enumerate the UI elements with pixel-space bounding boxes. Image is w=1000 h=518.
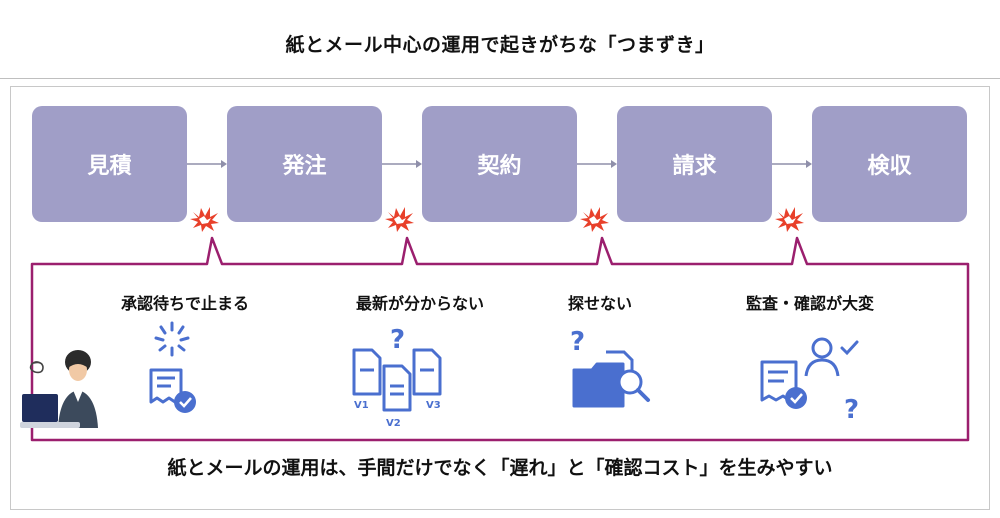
- burst-icon: [775, 207, 804, 232]
- burst-icon: [190, 207, 219, 232]
- issue-label-approval: 承認待ちで止まる: [120, 294, 249, 313]
- burst-icon: [580, 207, 609, 232]
- svg-text:?: ?: [844, 395, 859, 425]
- flow-arrow: [772, 160, 812, 168]
- version-label: V3: [426, 400, 441, 411]
- page-title: 紙とメール中心の運用で起きがちな「つまずき」: [285, 34, 715, 56]
- flow-arrow: [382, 160, 422, 168]
- step-label: 発注: [282, 154, 327, 179]
- title-divider: [0, 78, 1000, 79]
- step-label: 見積: [87, 154, 132, 179]
- audit-check-icon: ?: [760, 337, 859, 425]
- flow-arrow: [577, 160, 617, 168]
- folder-search-icon: ?: [570, 327, 650, 408]
- step-box-order: 発注: [227, 106, 382, 222]
- step-box-inspection: 検収: [812, 106, 967, 222]
- step-box-contract: 契約: [422, 106, 577, 222]
- issue-label-search: 探せない: [567, 294, 632, 313]
- confused-person-icon: [20, 350, 98, 428]
- version-documents-icon: ? V1 V2 V3: [352, 325, 442, 429]
- step-label: 請求: [672, 154, 717, 179]
- version-label: V2: [386, 418, 401, 429]
- step-label: 検収: [867, 154, 912, 179]
- step-box-invoice: 請求: [617, 106, 772, 222]
- issue-label-version: 最新が分からない: [355, 294, 484, 313]
- flow-arrow: [187, 160, 227, 168]
- issue-label-audit: 監査・確認が大変: [745, 294, 874, 313]
- burst-icon: [385, 207, 414, 232]
- svg-text:?: ?: [570, 327, 585, 357]
- version-label: V1: [354, 400, 369, 411]
- loading-approval-icon: [149, 321, 196, 413]
- step-label: 契約: [477, 154, 522, 179]
- summary-text: 紙とメールの運用は、手間だけでなく「遅れ」と「確認コスト」を生みやすい: [167, 457, 833, 479]
- svg-text:?: ?: [390, 325, 405, 355]
- step-box-quote: 見積: [32, 106, 187, 222]
